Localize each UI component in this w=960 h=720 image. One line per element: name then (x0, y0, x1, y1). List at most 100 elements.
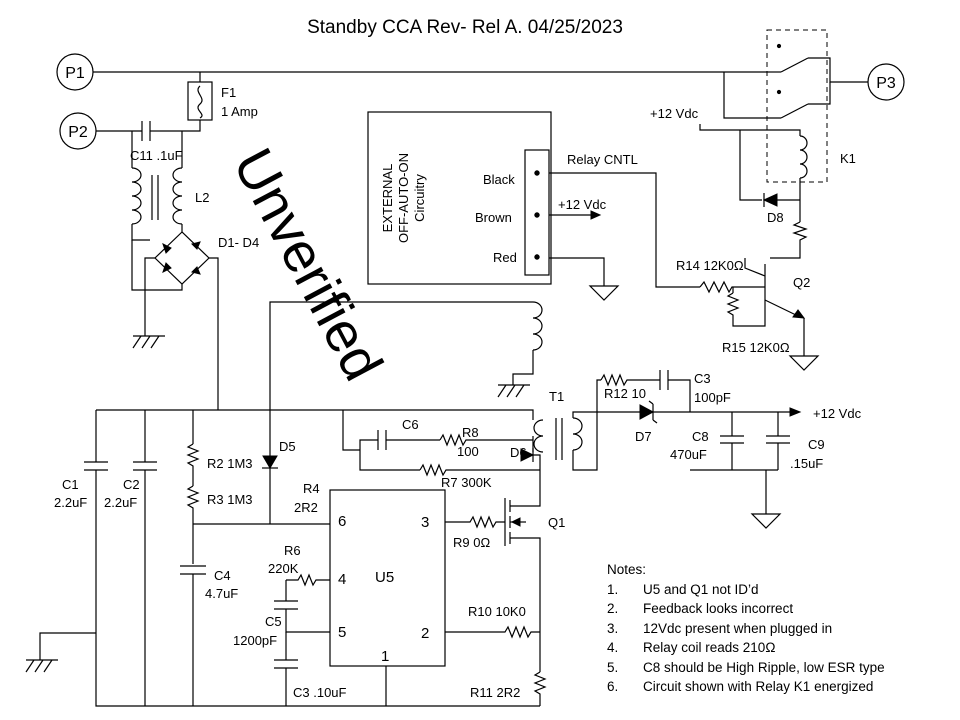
r2-label: R2 1M3 (207, 456, 253, 471)
q2-label: Q2 (793, 275, 810, 290)
port-p3: P3 (867, 63, 905, 101)
wire-black-label: Black (483, 172, 515, 187)
c3-bottom-label: C3 .10uF (293, 685, 347, 700)
l2-label: L2 (195, 190, 209, 205)
note-text-3: 12Vdc present when plugged in (643, 621, 832, 636)
external-circuit-box (367, 111, 552, 285)
c4-value: 4.7uF (205, 586, 238, 601)
diode-d5 (262, 455, 278, 469)
c11-label: C11 .1uF (130, 148, 183, 163)
note-text-6: Circuit shown with Relay K1 energized (643, 679, 873, 694)
u5-pin4: 4 (338, 571, 346, 588)
note-num-6: 6. (607, 679, 618, 694)
fuse-f1 (187, 81, 213, 121)
capacitor-c3-bottom (274, 659, 298, 669)
d8-label: D8 (767, 210, 784, 225)
note-num-2: 2. (607, 601, 618, 616)
port-p2: P2 (59, 112, 97, 150)
c4-name: C4 (214, 568, 231, 583)
brown-12vdc-label: +12 Vdc (558, 197, 607, 212)
d7-label: D7 (635, 429, 652, 444)
r6-name: R6 (284, 543, 301, 558)
r7-label: R7 300K (441, 475, 492, 490)
ground-bridge (132, 335, 165, 349)
r4-value: 2R2 (294, 500, 318, 515)
ground-t1 (497, 384, 530, 398)
notes-block: Notes: 1. U5 and Q1 not ID’d 2. Feedback… (607, 562, 885, 694)
capacitor-c8 (720, 435, 744, 444)
unverified-watermark: Unverified (221, 138, 395, 390)
c1-value: 2.2uF (54, 495, 87, 510)
u5-pin5: 5 (338, 624, 346, 641)
c9-name: C9 (808, 437, 825, 452)
note-num-5: 5. (607, 660, 618, 675)
c8-value: 470uF (670, 447, 707, 462)
relay-cntl-label: Relay CNTL (567, 152, 638, 167)
c5-value: 1200pF (233, 633, 277, 648)
note-text-2: Feedback looks incorrect (643, 601, 793, 616)
capacitor-c6 (377, 430, 387, 450)
r4-name: R4 (303, 481, 320, 496)
d5-label: D5 (279, 439, 296, 454)
capacitor-c3-snubber (659, 370, 669, 390)
capacitor-c4 (180, 565, 206, 575)
port-p2-label: P2 (68, 124, 88, 141)
d1-d4-label: D1- D4 (218, 235, 259, 250)
r14-label: R14 12K0Ω (676, 258, 744, 273)
capacitor-c2 (133, 461, 157, 471)
u5-label: U5 (375, 569, 394, 586)
c3-top-name: C3 (694, 371, 711, 386)
c5-name: C5 (265, 614, 282, 629)
f1-label: F1 (221, 85, 236, 100)
r3-label: R3 1M3 (207, 492, 253, 507)
u5-pin2: 2 (421, 625, 429, 642)
note-text-4: Relay coil reads 210Ω (643, 640, 775, 655)
ic-u5 (329, 489, 446, 667)
diode-d8 (762, 193, 778, 207)
c9-value: .15uF (790, 456, 823, 471)
r11-label: R11 2R2 (470, 685, 520, 700)
port-p1: P1 (56, 53, 94, 91)
c2-value: 2.2uF (104, 495, 137, 510)
r6-value: 220K (268, 561, 299, 576)
external-label-1: EXTERNAL (380, 164, 395, 233)
relay-k1 (766, 29, 868, 183)
r8-value: 100 (457, 444, 479, 459)
ground-red (588, 285, 620, 301)
transformer-t1 (532, 301, 583, 460)
r10-label: R10 10K0 (468, 604, 526, 619)
bridge-rectifier-d1-d4 (154, 231, 210, 285)
r15-label: R15 12K0Ω (722, 340, 790, 355)
d6-label: D6 (510, 445, 527, 460)
ground-q2 (788, 355, 820, 371)
ground-main (25, 659, 58, 673)
top-12vdc-label: +12 Vdc (650, 106, 699, 121)
transistor-q1 (504, 498, 541, 640)
notes-heading: Notes: (607, 562, 646, 577)
capacitor-c9 (766, 435, 790, 444)
r12-label: R12 10 (604, 386, 646, 401)
note-text-1: U5 and Q1 not ID’d (643, 582, 759, 597)
c3-top-value: 100pF (694, 390, 731, 405)
choke-l2 (131, 167, 183, 225)
k1-label: K1 (840, 151, 856, 166)
note-num-1: 1. (607, 582, 618, 597)
note-num-4: 4. (607, 640, 618, 655)
u5-pin3: 3 (421, 514, 429, 531)
r8-name: R8 (462, 425, 479, 440)
wire-brown-label: Brown (475, 210, 512, 225)
c6-label: C6 (402, 417, 419, 432)
wire-red-label: Red (493, 250, 517, 265)
v12-out-label: +12 Vdc (813, 406, 862, 421)
u5-pin1: 1 (381, 648, 389, 665)
external-label-3: Circuitry (412, 174, 427, 222)
t1-label: T1 (549, 389, 564, 404)
capacitor-c11 (141, 121, 151, 141)
port-p1-label: P1 (65, 65, 85, 82)
external-label-2: OFF-AUTO-ON (396, 153, 411, 243)
transistor-q2 (744, 258, 806, 319)
u5-pin6: 6 (338, 513, 346, 530)
r9-label: R9 0Ω (453, 535, 490, 550)
f1-value: 1 Amp (221, 104, 258, 119)
